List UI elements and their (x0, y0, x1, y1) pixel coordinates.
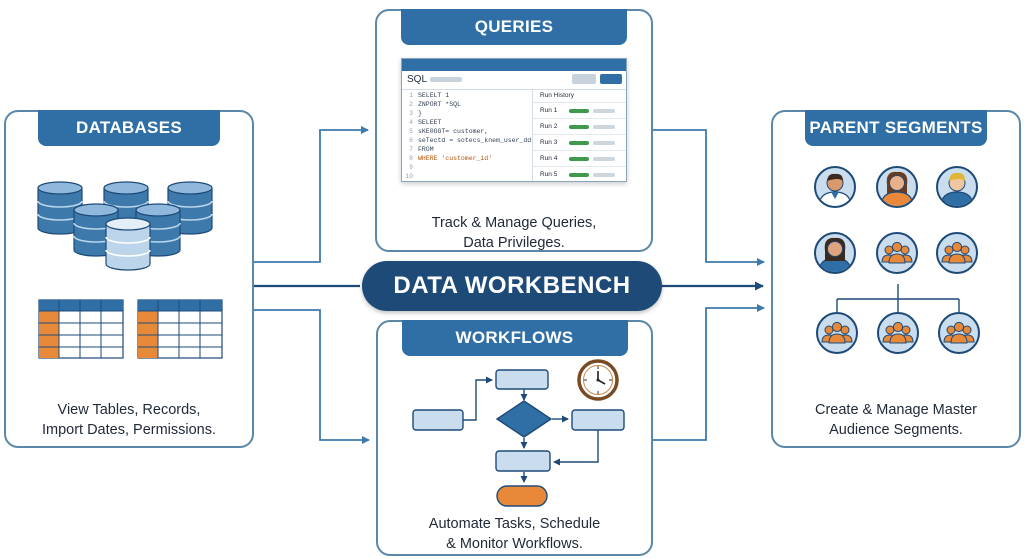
sql-window-titlebar (402, 59, 626, 71)
run-label: Run 2 (540, 123, 558, 130)
sql-code-area: 1 SELELT 1 2 ZNPORT *SQL 3} 4 SELEET 5 sKE0GGT… (402, 90, 532, 181)
sql-line-text: SELELT 1 (418, 92, 450, 99)
group-avatar-icon (938, 312, 980, 354)
run-duration-bar (593, 141, 615, 145)
connector-db-to-queries (254, 126, 369, 263)
sql-line-text: ZNPORT *SQL (418, 101, 461, 108)
sql-line-number: 6 (409, 137, 413, 144)
workflow-decision-node (495, 400, 553, 438)
workflows-caption: Automate Tasks, Schedule & Monitor Workf… (428, 516, 601, 552)
workflow-end-node (496, 485, 548, 507)
group-avatar-icon (936, 232, 978, 274)
sql-tab-placeholder (430, 77, 462, 82)
run-duration-bar (593, 109, 615, 113)
run-label: Run 3 (540, 139, 558, 146)
databases-panel: DATABASES (4, 110, 254, 448)
run-status-bar (569, 157, 589, 161)
databases-title: DATABASES (38, 110, 220, 146)
sql-line-text: FROM (418, 146, 434, 153)
workflow-task-node (495, 369, 549, 390)
sql-line-text: SELEET (418, 119, 442, 126)
group-avatar-icon (816, 312, 858, 354)
data-table-icon (38, 299, 223, 359)
sql-line-number: 10 (405, 173, 413, 180)
sql-line-text: } (418, 110, 422, 117)
databases-caption: View Tables, Records, Import Dates, Perm… (41, 402, 217, 438)
sql-line-number: 5 (409, 128, 413, 135)
run-history-row[interactable]: Run 5 (533, 166, 626, 183)
run-history-panel: Run History Run 1 Run 2 Run 3 Run 4 Run 5 (532, 90, 626, 181)
queries-caption: Track & Manage Queries, Data Privileges. (431, 215, 597, 251)
run-history-row[interactable]: Run 2 (533, 118, 626, 135)
run-history-row[interactable]: Run 4 (533, 150, 626, 167)
sql-line-text: WHERE 'customer_id' (418, 155, 493, 162)
person-avatar-icon (815, 233, 855, 273)
parent-segments-panel: PARENT SEGMENTS (771, 110, 1021, 448)
workflow-merge-node (495, 450, 551, 472)
person-avatar-icon (815, 167, 855, 207)
sql-line-number: 4 (409, 119, 413, 126)
connector-db-to-workflows (254, 309, 370, 444)
connector-workflows-to-segments (653, 304, 765, 441)
run-duration-bar (593, 173, 615, 177)
run-label: Run 1 (540, 107, 558, 114)
run-history-row[interactable]: Run 3 (533, 134, 626, 151)
person-avatar-icon (877, 167, 917, 207)
run-history-row[interactable]: Run 1 (533, 102, 626, 119)
sql-line-text: sKE0GGT= customer, (418, 128, 489, 135)
group-avatar-icon (877, 312, 919, 354)
sql-line-text: seTectd = sotecs_knem_user_dd (418, 137, 532, 144)
workflow-flowchart (412, 359, 625, 507)
data-workbench-title: DATA WORKBENCH (362, 261, 662, 311)
run-status-bar (569, 141, 589, 145)
run-label: Run 5 (540, 171, 558, 178)
parent-segments-title: PARENT SEGMENTS (805, 110, 987, 146)
person-avatar-icon (937, 167, 977, 207)
run-status-bar (569, 173, 589, 177)
sql-label: SQL (407, 74, 428, 85)
sql-run-button (600, 74, 622, 84)
clock-icon (577, 359, 619, 401)
parent-segments-caption: Create & Manage Master Audience Segments… (815, 402, 977, 438)
segment-tree-lines (836, 284, 960, 312)
sql-line-number: 7 (409, 146, 413, 153)
workflow-branch-node (571, 409, 625, 431)
run-duration-bar (593, 157, 615, 161)
connector-queries-to-segments (653, 129, 765, 266)
queries-title: QUERIES (401, 9, 627, 45)
sql-line-number: 8 (409, 155, 413, 162)
run-label: Run 4 (540, 155, 558, 162)
run-history-title: Run History (540, 92, 574, 99)
sql-editor-window: SQL 1 SELELT 1 2 ZNPORT *SQL 3} 4 SELEET 5 sKE… (401, 58, 627, 182)
audience-avatars (773, 112, 980, 354)
sql-line-number: 1 (409, 92, 413, 99)
workflow-start-node (412, 409, 464, 431)
run-duration-bar (593, 125, 615, 129)
group-avatar-icon (876, 232, 918, 274)
sql-toolbar-button (572, 74, 596, 84)
sql-line-number: 9 (409, 164, 413, 171)
run-status-bar (569, 109, 589, 113)
sql-line-number: 3 (409, 110, 413, 117)
sql-line-number: 2 (409, 101, 413, 108)
workflows-title: WORKFLOWS (401, 320, 628, 356)
run-status-bar (569, 125, 589, 129)
workflows-panel: WORKFLOWS (376, 320, 653, 556)
queries-panel: QUERIES SQL 1 SELELT 1 2 ZNPORT *SQL 3} 4 SEL… (375, 9, 653, 252)
sql-toolbar: SQL (402, 71, 626, 90)
